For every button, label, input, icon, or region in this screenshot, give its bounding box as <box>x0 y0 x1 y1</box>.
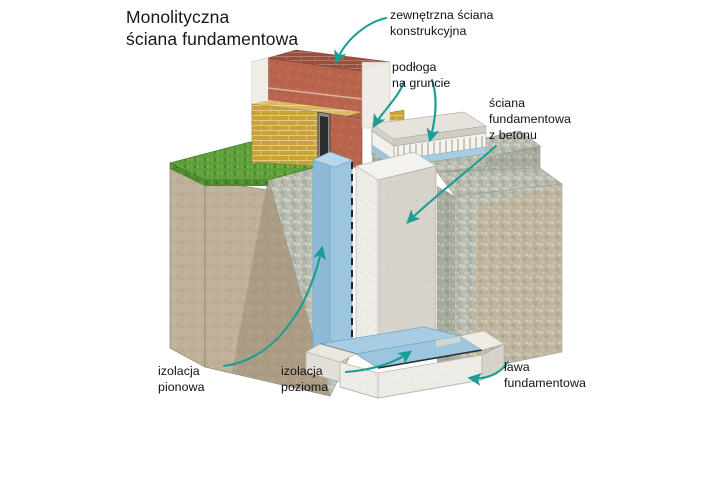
leader-floor-b <box>426 78 440 143</box>
leader-vertical-insulation <box>222 245 326 368</box>
insulation-panel-highlight <box>252 58 268 108</box>
grass-edge-left <box>170 163 205 186</box>
callout-line: pozioma <box>281 379 329 394</box>
callout-line: podłoga <box>392 60 437 74</box>
callout-line: pionowa <box>158 379 205 394</box>
wall-right-return <box>361 61 391 129</box>
leader-lines <box>222 16 510 386</box>
callout-line: ściana <box>489 96 526 110</box>
wall-cavity-shadow <box>320 116 328 161</box>
leader-foundation-wall <box>406 144 498 224</box>
membrane-top-cap <box>312 151 353 168</box>
leader-footing <box>467 360 510 386</box>
leader-horizontal-insulation <box>344 350 413 374</box>
callout-line: z betonu <box>489 127 537 142</box>
footing-top-right <box>459 330 505 351</box>
concrete-foundation-wall <box>355 151 437 369</box>
callout-line: fundamentowa <box>504 375 586 390</box>
grass-surface <box>168 141 332 186</box>
grass-edge-front <box>205 180 268 186</box>
callout-line: ława <box>504 360 530 374</box>
ground-mass <box>169 159 353 397</box>
right-ground-inner-face <box>437 186 455 374</box>
brick-mortar-joint <box>267 87 363 100</box>
ground-mass-right <box>436 130 563 375</box>
vertical-insulation-membrane <box>312 151 353 353</box>
membrane-main-face <box>329 151 353 353</box>
dpc-seam-line <box>377 349 483 369</box>
block-course-front <box>251 103 319 167</box>
callout-line: izolacja <box>158 364 200 378</box>
right-ground-grey-wedge <box>455 200 478 374</box>
callout-line: konstrukcyjna <box>390 23 467 38</box>
footing-wall-joint <box>436 336 460 347</box>
leader-floor-a <box>372 80 406 129</box>
callout-line: fundamentowa <box>489 111 571 126</box>
floor-on-ground <box>371 111 487 179</box>
right-ground-tan-wedge <box>470 184 562 368</box>
footing-bottom-edge <box>339 379 483 399</box>
page-title-line2: ściana fundamentowa <box>126 29 299 50</box>
callout-line: izolacja <box>281 364 323 378</box>
page-title-line1: Monolityczna <box>126 7 230 27</box>
block-course-top <box>252 100 362 116</box>
callout-line: na gruncie <box>392 75 451 90</box>
soil-left-face <box>169 162 206 368</box>
callout-line: zewnętrzna ściana <box>390 8 494 22</box>
floor-screed-edge-left <box>372 124 394 146</box>
leader-external-wall <box>334 16 388 65</box>
